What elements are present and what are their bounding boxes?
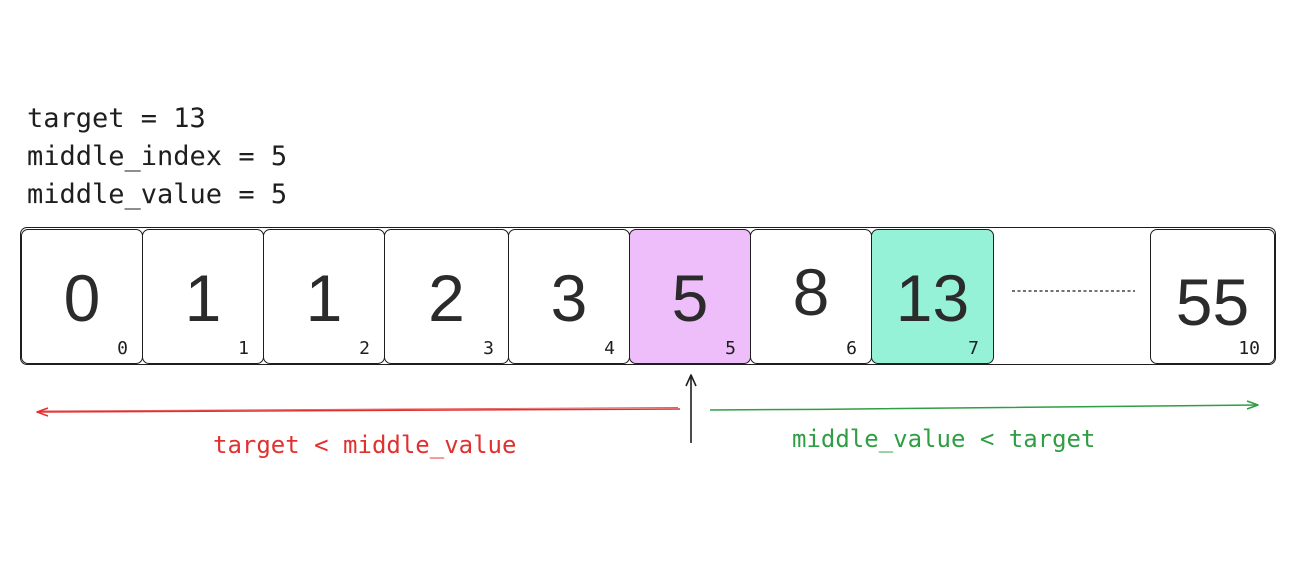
array-cell: 0 0 xyxy=(21,229,143,364)
cell-value: 13 xyxy=(895,261,970,335)
array-cell: 3 4 xyxy=(508,229,630,364)
target-variable: target = 13 xyxy=(27,103,206,134)
cell-index: 6 xyxy=(846,338,857,359)
cell-value: 2 xyxy=(428,261,465,335)
cell-index: 0 xyxy=(117,338,128,359)
cell-value: 55 xyxy=(1175,265,1250,339)
array-cell: 1 2 xyxy=(263,229,385,364)
target-cell: 13 7 xyxy=(871,229,994,364)
pointer-arrow xyxy=(685,374,697,443)
cell-index: 7 xyxy=(968,338,979,359)
left-condition-label: target < middle_value xyxy=(213,431,517,459)
cell-index: 4 xyxy=(604,338,615,359)
right-arrow xyxy=(709,400,1259,411)
right-condition-label: middle_value < target xyxy=(792,425,1096,453)
cell-value: 1 xyxy=(305,261,343,335)
cell-index: 10 xyxy=(1238,338,1260,359)
variables-panel: target = 13 middle_index = 5 middle_valu… xyxy=(27,100,287,214)
cell-value: 0 xyxy=(63,261,101,335)
cell-value: 1 xyxy=(184,261,222,335)
middle-cell: 5 5 xyxy=(629,229,751,364)
cell-index: 5 xyxy=(725,338,736,359)
cell-index: 3 xyxy=(483,338,494,359)
cell-value: 3 xyxy=(550,261,588,335)
left-arrow xyxy=(36,407,681,417)
middle-index-variable: middle_index = 5 xyxy=(27,141,288,172)
array-container xyxy=(20,227,1276,365)
cell-index: 2 xyxy=(359,338,370,359)
array-cell: 55 10 xyxy=(1150,229,1275,364)
cell-value: 5 xyxy=(671,261,709,335)
cell-value: 8 xyxy=(792,255,830,329)
cell-index: 1 xyxy=(238,338,249,359)
array-cell: 2 3 xyxy=(384,229,509,364)
middle-value-variable: middle_value = 5 xyxy=(27,179,288,210)
array-cell: 8 6 xyxy=(750,229,872,364)
array-cell: 1 1 xyxy=(142,229,264,364)
